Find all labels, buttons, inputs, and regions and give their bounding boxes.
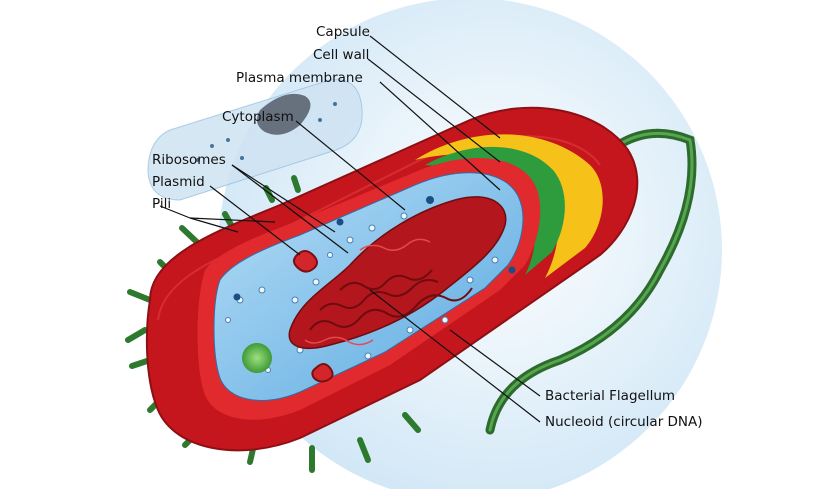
label-bacterial-flagellum: Bacterial Flagellum bbox=[545, 388, 675, 404]
nucleoid-mass bbox=[288, 196, 507, 349]
label-ribosomes: Ribosomes bbox=[152, 152, 226, 168]
plasmid-loops bbox=[293, 250, 334, 383]
label-nucleoid: Nucleoid (circular DNA) bbox=[545, 414, 703, 430]
cytoplasm-inset bbox=[147, 79, 363, 201]
label-plasma-membrane: Plasma membrane bbox=[236, 70, 363, 86]
label-capsule: Capsule bbox=[316, 24, 370, 40]
label-plasmid: Plasmid bbox=[152, 174, 205, 190]
label-cell-wall: Cell wall bbox=[313, 47, 369, 63]
leader-lines bbox=[159, 35, 541, 423]
plasmid-sphere bbox=[242, 343, 272, 373]
label-cytoplasm: Cytoplasm bbox=[222, 109, 294, 125]
label-pili: Pili bbox=[152, 196, 171, 212]
